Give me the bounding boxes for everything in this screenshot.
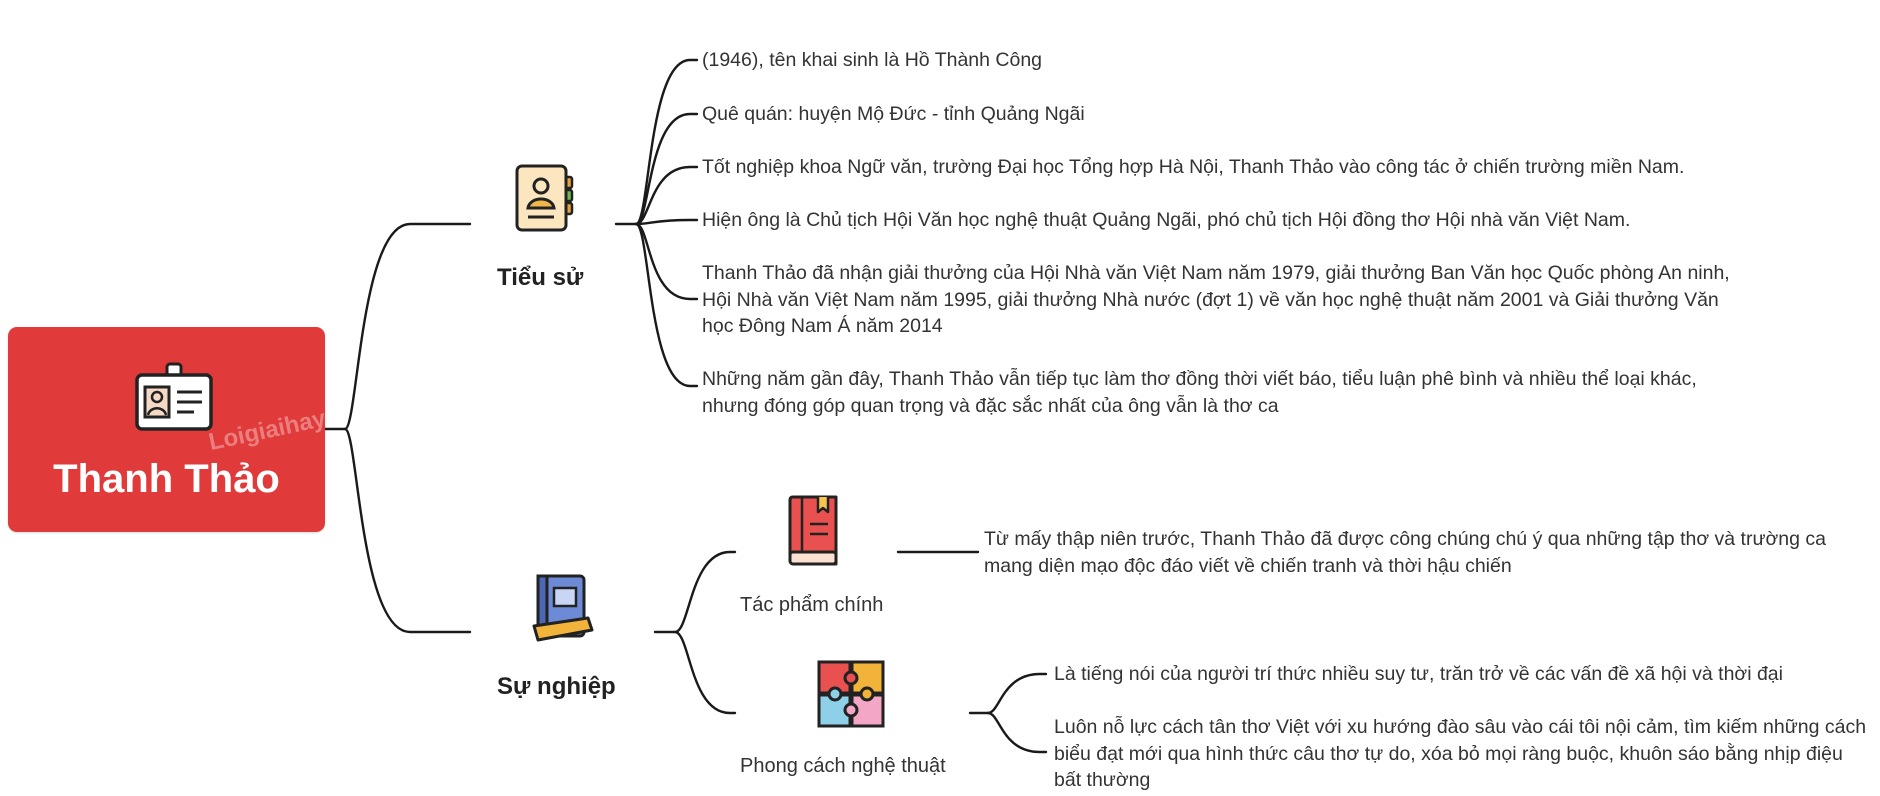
tieu-su-item-3: Tốt nghiệp khoa Ngữ văn, trường Đại học … <box>702 156 1685 178</box>
root-title: Thanh Thảo <box>53 457 280 501</box>
branch-tieu-su[interactable]: Tiểu sử <box>497 264 584 291</box>
tieu-su-item-4: Hiện ông là Chủ tịch Hội Văn học nghệ th… <box>702 209 1631 231</box>
tac-pham-item-1: Từ mấy thập niên trước, Thanh Thảo đã đư… <box>984 528 1827 577</box>
watermark: Loigiaihay <box>206 404 329 457</box>
id-card-icon <box>134 362 214 436</box>
sub-tac-pham-chinh[interactable]: Tác phẩm chính <box>740 594 884 616</box>
sub-phong-cach-nghe-thuat[interactable]: Phong cách nghệ thuật <box>740 755 946 777</box>
puzzle-icon <box>815 658 887 734</box>
red-book-icon <box>784 494 844 570</box>
tieu-su-item-1: (1946), tên khai sinh là Hồ Thành Công <box>702 49 1043 71</box>
phong-cach-item-1: Là tiếng nói của người trí thức nhiều su… <box>1054 663 1783 685</box>
branch-su-nghiep[interactable]: Sự nghiệp <box>497 673 616 700</box>
tieu-su-item-2: Quê quán: huyện Mộ Đức - tỉnh Quảng Ngãi <box>702 103 1085 125</box>
contact-book-icon <box>512 163 580 237</box>
root-node[interactable]: Loigiaihay Thanh Thảo <box>8 327 329 532</box>
book-icon <box>530 572 596 652</box>
phong-cach-item-2: Luôn nỗ lực cách tân thơ Việt với xu hướ… <box>1054 716 1867 791</box>
tieu-su-item-6: Những năm gần đây, Thanh Thảo vẫn tiếp t… <box>702 368 1697 417</box>
tieu-su-item-5: Thanh Thảo đã nhận giải thưởng của Hội N… <box>702 262 1730 337</box>
